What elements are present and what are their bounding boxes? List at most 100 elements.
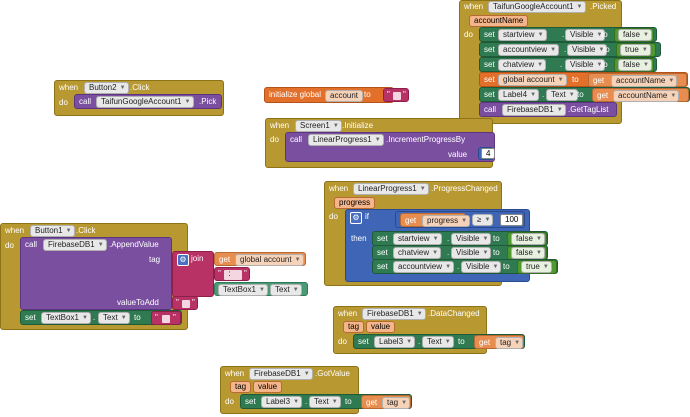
- component-dropdown[interactable]: FirebaseDB1▼: [249, 368, 313, 380]
- component-dropdown[interactable]: LinearProgress1▼: [353, 183, 429, 195]
- component-dropdown[interactable]: TextBox1▼: [41, 312, 91, 324]
- event-parameter[interactable]: value: [253, 381, 283, 393]
- number-value[interactable]: 4: [481, 148, 496, 159]
- set-block[interactable]: set accountview▼ . Visible▼ to true▼: [479, 42, 661, 57]
- component-name: LinearProgress1: [313, 135, 372, 144]
- join-block[interactable]: ⚙ join: [172, 251, 214, 297]
- empty-text-field[interactable]: [393, 92, 401, 100]
- component-dropdown[interactable]: Label3▼: [374, 336, 416, 348]
- component-dropdown[interactable]: Button2▼: [84, 82, 129, 94]
- set-block[interactable]: set chatview▼ . Visible▼ to false▼: [479, 57, 657, 72]
- component-dropdown[interactable]: TextBox1▼: [218, 284, 268, 296]
- variable-name-field[interactable]: account: [325, 90, 364, 102]
- component-dropdown[interactable]: FirebaseDB1▼: [43, 239, 107, 251]
- property-dropdown[interactable]: Visible▼: [461, 261, 502, 273]
- component-dropdown[interactable]: TaifunGoogleAccount1▼: [96, 96, 194, 108]
- number-block[interactable]: 4: [478, 147, 496, 160]
- event-parameter[interactable]: tag: [230, 381, 252, 393]
- variable-dropdown[interactable]: accountName▼: [611, 75, 678, 87]
- component-dropdown[interactable]: Label4▼: [498, 89, 540, 101]
- get-block[interactable]: get accountName▼: [592, 88, 689, 102]
- text-block[interactable]: " ": [383, 88, 409, 102]
- event-parameter[interactable]: tag: [343, 321, 365, 333]
- boolean-block[interactable]: false▼: [614, 58, 654, 72]
- variable-dropdown[interactable]: progress▼: [422, 215, 471, 227]
- set-block[interactable]: set Label4▼ . Text▼ to get accountName▼: [479, 87, 690, 102]
- property-dropdown[interactable]: Text▼: [546, 89, 578, 101]
- boolean-dropdown[interactable]: false▼: [511, 247, 545, 259]
- property-dropdown[interactable]: Visible▼: [565, 29, 606, 41]
- event-parameter[interactable]: progress: [334, 197, 376, 209]
- component-dropdown[interactable]: startview▼: [498, 29, 547, 41]
- set-block[interactable]: set TextBox1▼ . Text▼ to " ": [20, 310, 182, 325]
- boolean-block[interactable]: false▼: [507, 246, 547, 260]
- set-block[interactable]: set Label3▼ . Text▼ to get tag▼: [240, 394, 412, 409]
- gear-icon[interactable]: ⚙: [350, 212, 362, 224]
- set-block[interactable]: set Label3▼ . Text▼ to get tag▼: [353, 334, 525, 349]
- call-block[interactable]: call LinearProgress1▼ .IncrementProgress…: [285, 132, 495, 162]
- property-dropdown[interactable]: Text▼: [422, 336, 454, 348]
- component-dropdown[interactable]: LinearProgress1▼: [308, 134, 384, 146]
- operator-dropdown[interactable]: ≥▼: [472, 214, 494, 226]
- get-block[interactable]: get tag▼: [474, 335, 524, 349]
- call-block[interactable]: call TaifunGoogleAccount1▼ .Pick: [74, 94, 222, 109]
- event-parameter[interactable]: value: [366, 321, 396, 333]
- compare-block[interactable]: get progress▼ ≥▼ 100: [395, 211, 525, 228]
- empty-text-field[interactable]: [182, 300, 190, 308]
- component-dropdown[interactable]: FirebaseDB1▼: [502, 104, 566, 116]
- boolean-block[interactable]: true▼: [517, 260, 557, 274]
- event-parameter[interactable]: accountName: [469, 15, 529, 27]
- component-dropdown[interactable]: accountview▼: [393, 261, 455, 273]
- component-dropdown[interactable]: Button1▼: [30, 225, 75, 237]
- boolean-dropdown[interactable]: false▼: [618, 29, 652, 41]
- variable-dropdown[interactable]: tag▼: [495, 337, 524, 349]
- property-dropdown[interactable]: Visible▼: [565, 59, 606, 71]
- number-value[interactable]: 100: [500, 214, 524, 226]
- component-dropdown[interactable]: startview▼: [393, 233, 442, 245]
- component-getter-block[interactable]: TextBox1▼ . Text▼: [214, 282, 308, 296]
- property-dropdown[interactable]: Visible▼: [567, 44, 608, 56]
- component-dropdown[interactable]: FirebaseDB1▼: [362, 308, 426, 320]
- property-dropdown[interactable]: Visible▼: [451, 247, 492, 259]
- variable-dropdown[interactable]: global account▼: [235, 254, 304, 266]
- call-block[interactable]: call FirebaseDB1▼ .GetTagList: [479, 102, 617, 117]
- set-block[interactable]: set chatview▼ . Visible▼ to false▼: [372, 245, 548, 260]
- empty-text-field[interactable]: [162, 315, 170, 323]
- boolean-dropdown[interactable]: true▼: [521, 261, 552, 273]
- boolean-dropdown[interactable]: false▼: [618, 59, 652, 71]
- property-dropdown[interactable]: Text▼: [98, 312, 130, 324]
- boolean-dropdown[interactable]: false▼: [511, 233, 545, 245]
- set-global-block[interactable]: set global account▼ to get accountName▼: [479, 72, 688, 87]
- init-global-block[interactable]: initialize global account to: [264, 87, 394, 103]
- get-block[interactable]: get progress▼: [400, 213, 471, 227]
- component-dropdown[interactable]: chatview▼: [498, 59, 547, 71]
- component-dropdown[interactable]: Label3▼: [261, 396, 303, 408]
- set-block[interactable]: set accountview▼ . Visible▼ to true▼: [372, 259, 558, 274]
- text-value-field[interactable]: :: [224, 269, 242, 280]
- property-dropdown[interactable]: Visible▼: [451, 233, 492, 245]
- text-block[interactable]: " ": [151, 311, 181, 325]
- set-block[interactable]: set startview▼ . Visible▼ to false▼: [479, 27, 657, 42]
- boolean-block[interactable]: false▼: [614, 28, 654, 42]
- boolean-block[interactable]: true▼: [616, 43, 656, 57]
- property-dropdown[interactable]: Text▼: [270, 284, 302, 296]
- component-dropdown[interactable]: TaifunGoogleAccount1▼: [488, 1, 586, 13]
- component-name: startview: [398, 234, 430, 243]
- variable-dropdown[interactable]: accountName▼: [613, 90, 680, 102]
- text-block[interactable]: " ": [172, 296, 198, 310]
- component-dropdown[interactable]: Screen1▼: [295, 120, 342, 132]
- boolean-dropdown[interactable]: true▼: [620, 44, 651, 56]
- gear-icon[interactable]: ⚙: [177, 254, 189, 266]
- get-block[interactable]: get global account▼: [214, 252, 306, 266]
- component-dropdown[interactable]: accountview▼: [498, 44, 560, 56]
- variable-dropdown[interactable]: global account▼: [498, 74, 567, 86]
- component-dropdown[interactable]: chatview▼: [393, 247, 442, 259]
- get-block[interactable]: get accountName▼: [588, 73, 687, 87]
- variable-dropdown[interactable]: tag▼: [382, 397, 411, 409]
- boolean-block[interactable]: false▼: [507, 232, 547, 246]
- call-block[interactable]: call FirebaseDB1▼ .AppendValue tag value…: [20, 237, 172, 310]
- set-block[interactable]: set startview▼ . Visible▼ to false▼: [372, 231, 548, 246]
- text-block[interactable]: " : ": [214, 267, 250, 281]
- property-dropdown[interactable]: Text▼: [309, 396, 341, 408]
- get-block[interactable]: get tag▼: [361, 395, 411, 409]
